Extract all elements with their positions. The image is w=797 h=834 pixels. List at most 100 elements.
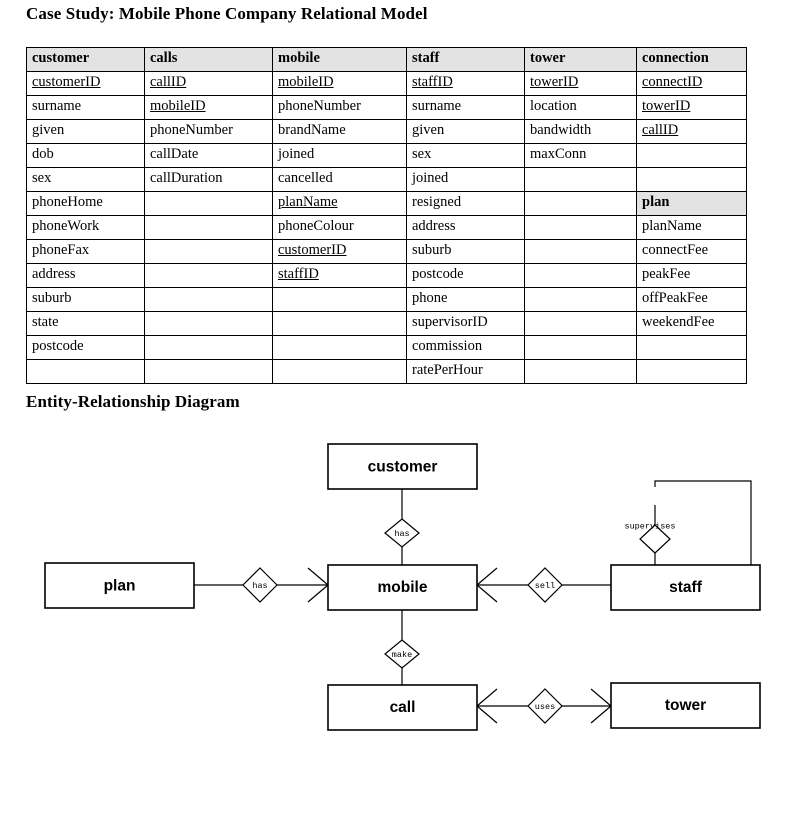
attribute-cell: suburb — [406, 239, 525, 264]
empty-cell — [272, 311, 407, 336]
attribute-cell: peakFee — [636, 263, 747, 288]
table-name-header: customer — [26, 47, 145, 72]
attribute-cell: phoneNumber — [144, 119, 273, 144]
entity-tower[interactable]: tower — [610, 682, 761, 729]
attribute-cell: given — [26, 119, 145, 144]
entity-mobile-label: mobile — [378, 579, 428, 596]
relationship-has-plan-mobile[interactable]: has — [242, 567, 278, 603]
attribute-cell: phoneNumber — [272, 95, 407, 120]
empty-cell — [144, 335, 273, 360]
relationship-has-customer-mobile[interactable]: has — [384, 518, 420, 548]
relationship-sell-mobile-staff[interactable]: sell — [527, 567, 563, 603]
attribute-key-cell: towerID — [636, 95, 747, 120]
empty-cell — [144, 191, 273, 216]
empty-cell — [636, 167, 747, 192]
relationship-has-plan-mobile-label: has — [252, 581, 267, 591]
attribute-cell: surname — [26, 95, 145, 120]
entity-mobile[interactable]: mobile — [327, 564, 478, 611]
entity-plan[interactable]: plan — [44, 562, 195, 609]
attribute-cell: weekendFee — [636, 311, 747, 336]
empty-cell — [636, 143, 747, 168]
entity-customer[interactable]: customer — [327, 443, 478, 490]
attribute-cell: resigned — [406, 191, 525, 216]
attribute-cell: joined — [272, 143, 407, 168]
attribute-cell: address — [26, 263, 145, 288]
entity-staff[interactable]: staff — [610, 564, 761, 611]
attribute-cell: brandName — [272, 119, 407, 144]
empty-cell — [524, 335, 637, 360]
attribute-key-cell: mobileID — [144, 95, 273, 120]
attribute-cell: given — [406, 119, 525, 144]
connector-supervises-loop — [654, 480, 752, 567]
empty-cell — [272, 359, 407, 384]
crowsfoot-mobile-sell — [476, 567, 498, 603]
relationship-make-mobile-call[interactable]: make — [384, 639, 420, 669]
attribute-cell: joined — [406, 167, 525, 192]
attribute-cell: state — [26, 311, 145, 336]
crowsfoot-mobile-plan — [307, 567, 329, 603]
attribute-key-cell: connectID — [636, 71, 747, 96]
attribute-key-cell: callID — [144, 71, 273, 96]
empty-cell — [524, 167, 637, 192]
empty-cell — [26, 359, 145, 384]
relationship-uses-call-tower[interactable]: uses — [527, 688, 563, 724]
attribute-cell: sex — [406, 143, 525, 168]
entity-call[interactable]: call — [327, 684, 478, 731]
empty-cell — [144, 215, 273, 240]
attribute-cell: ratePerHour — [406, 359, 525, 384]
attribute-cell: cancelled — [272, 167, 407, 192]
empty-cell — [144, 311, 273, 336]
attribute-cell: phoneHome — [26, 191, 145, 216]
empty-cell — [144, 263, 273, 288]
attribute-cell: commission — [406, 335, 525, 360]
crowsfoot-tower-uses — [590, 688, 612, 724]
attribute-key-cell: staffID — [272, 263, 407, 288]
attribute-cell: phone — [406, 287, 525, 312]
attribute-key-cell: callID — [636, 119, 747, 144]
empty-cell — [524, 311, 637, 336]
entity-tower-label: tower — [665, 697, 706, 714]
empty-cell — [524, 191, 637, 216]
attribute-cell: bandwidth — [524, 119, 637, 144]
table-name-header: mobile — [272, 47, 407, 72]
attribute-cell: planName — [636, 215, 747, 240]
empty-cell — [524, 263, 637, 288]
attribute-cell: supervisorID — [406, 311, 525, 336]
attribute-cell: maxConn — [524, 143, 637, 168]
attribute-cell: phoneWork — [26, 215, 145, 240]
relationship-has-customer-mobile-label: has — [394, 529, 409, 539]
empty-cell — [144, 287, 273, 312]
crowsfoot-call-uses — [476, 688, 498, 724]
attribute-cell: callDuration — [144, 167, 273, 192]
table-name-header: tower — [524, 47, 637, 72]
empty-cell — [636, 359, 747, 384]
empty-cell — [144, 359, 273, 384]
relationship-supervises-staff-staff[interactable]: supervises — [624, 521, 676, 554]
entity-plan-label: plan — [104, 578, 136, 595]
attribute-cell: connectFee — [636, 239, 747, 264]
attribute-key-cell: planName — [272, 191, 407, 216]
entity-call-label: call — [390, 699, 416, 716]
attribute-cell: surname — [406, 95, 525, 120]
table-row: state supervisorID weekendFee — [26, 311, 747, 336]
page-title: Case Study: Mobile Phone Company Relatio… — [26, 4, 428, 23]
attribute-key-cell: towerID — [524, 71, 637, 96]
attribute-key-cell: customerID — [26, 71, 145, 96]
entity-relationship-diagram: customer plan mobile staff call tower ha… — [0, 425, 797, 765]
empty-cell — [524, 359, 637, 384]
attribute-cell: postcode — [406, 263, 525, 288]
attribute-key-cell: staffID — [406, 71, 525, 96]
entity-staff-label: staff — [669, 579, 703, 596]
erd-section-title: Entity-Relationship Diagram — [26, 392, 240, 411]
relationship-sell-mobile-staff-label: sell — [535, 581, 555, 591]
